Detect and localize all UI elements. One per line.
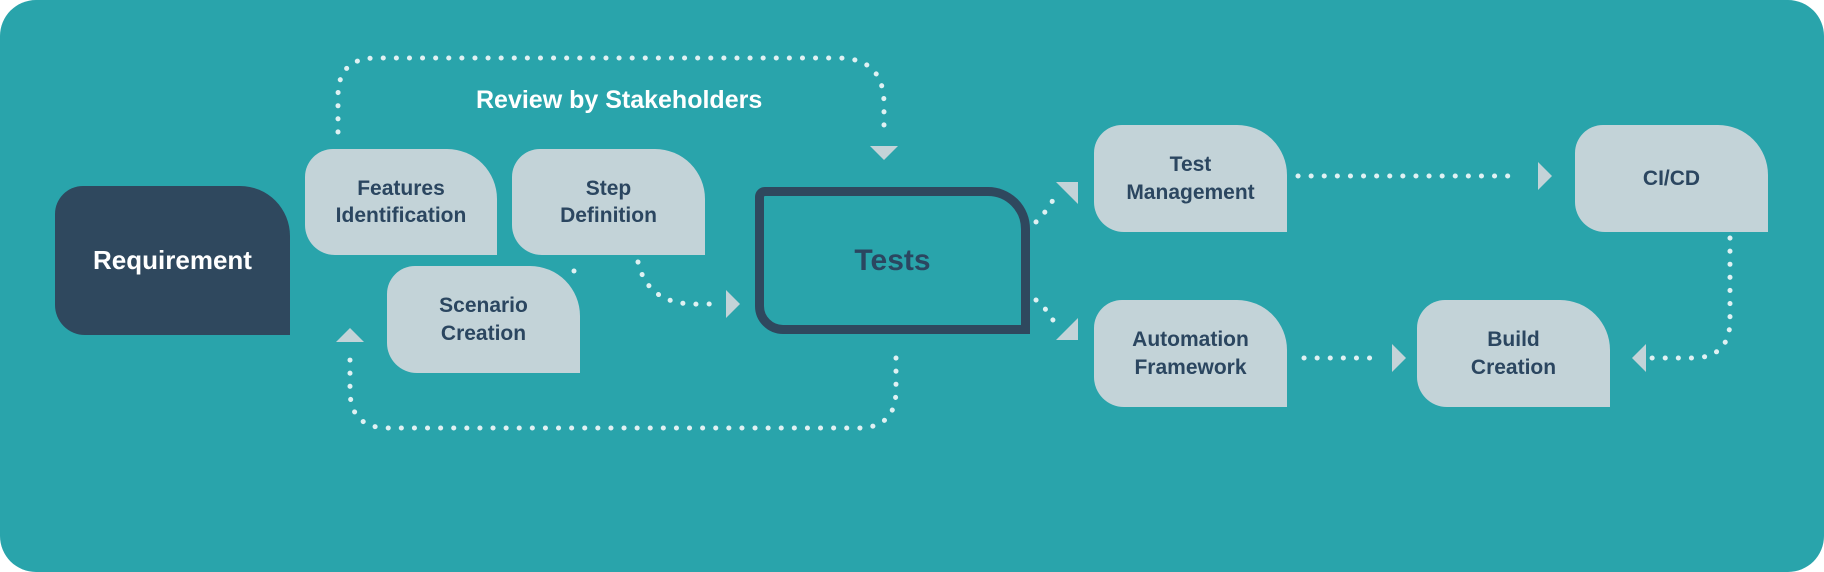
review-arrow-down (870, 146, 898, 160)
review-arrow-up (336, 328, 364, 342)
to-management-arrow (1056, 182, 1078, 204)
node-features-identification: Features Identification (305, 149, 497, 255)
node-tests: Tests (755, 187, 1030, 334)
connector-dot (571, 268, 577, 274)
node-tests-label: Tests (854, 244, 931, 277)
node-features-identification-label: Features Identification (335, 176, 467, 227)
to-build-arrow-left (1632, 344, 1646, 372)
to-cicd-arrow (1538, 162, 1552, 190)
to-build-arrow-right (1392, 344, 1406, 372)
node-cicd-label: CI/CD (1642, 166, 1701, 190)
node-automation-framework-label: Automation Framework (1132, 328, 1249, 379)
node-requirement-label: Requirement (93, 244, 252, 275)
tests-to-management-connector (1033, 195, 1057, 225)
review-by-stakeholders-label: Review by Stakeholders (476, 86, 763, 114)
node-automation-framework: Automation Framework (1094, 300, 1287, 407)
node-step-definition: Step Definition (512, 149, 705, 255)
node-cicd: CI/CD (1575, 125, 1768, 232)
node-step-definition-label: Step Definition (560, 176, 657, 227)
node-scenario-creation: Scenario Creation (387, 266, 580, 373)
node-requirement: Requirement (55, 186, 290, 335)
step-to-tests-connector (635, 259, 719, 307)
review-loop-top-connector (335, 55, 887, 135)
node-scenario-creation-label: Scenario Creation (439, 294, 528, 345)
tests-to-automation-connector (1033, 297, 1057, 325)
node-build-creation: Build Creation (1417, 300, 1610, 407)
review-loop-bottom-connector (347, 347, 899, 431)
node-build-creation-label: Build Creation (1470, 328, 1557, 379)
node-test-management-label: Test Management (1126, 153, 1255, 204)
node-test-management: Test Management (1094, 125, 1287, 232)
cicd-to-build-connector (1647, 235, 1733, 361)
to-automation-arrow (1056, 318, 1078, 340)
step-to-tests-arrow (726, 290, 740, 318)
